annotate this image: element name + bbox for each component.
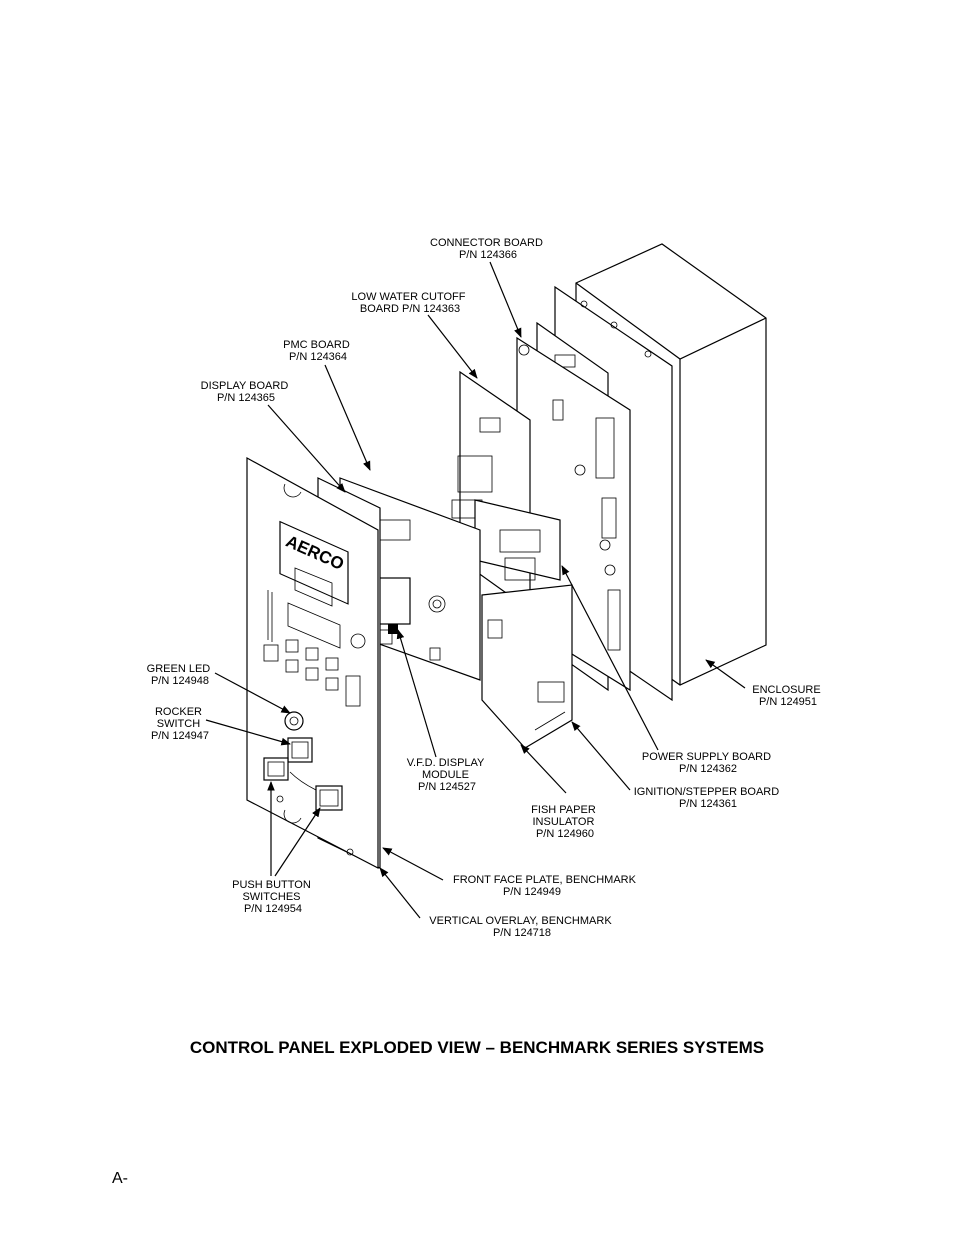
label-vfd-display: V.F.D. DISPLAY MODULE P/N 124527 — [407, 757, 488, 793]
label-connector-board: CONNECTOR BOARD P/N 124366 — [430, 237, 546, 261]
green-led-part — [284, 711, 304, 731]
label-front-face-plate: FRONT FACE PLATE, BENCHMARK P/N 124949 — [453, 874, 639, 898]
fish-paper-part — [481, 584, 573, 749]
label-low-water-cutoff: LOW WATER CUTOFF BOARD P/N 124363 — [351, 291, 468, 315]
label-push-button: PUSH BUTTON SWITCHES P/N 124954 — [232, 879, 314, 915]
rocker-switch-part — [287, 737, 313, 763]
label-vertical-overlay: VERTICAL OVERLAY, BENCHMARK P/N 124718 — [429, 915, 614, 939]
part-labels: CONNECTOR BOARD P/N 124366 LOW WATER CUT… — [147, 237, 824, 939]
figure-caption: CONTROL PANEL EXPLODED VIEW – BENCHMARK … — [189, 1038, 765, 1057]
vfd-module-part — [377, 577, 411, 645]
aerco-logo — [279, 520, 349, 605]
vertical-overlay-part: AERCO — [246, 456, 379, 869]
label-enclosure: ENCLOSURE P/N 124951 — [752, 684, 824, 708]
leader-lines — [205, 261, 746, 919]
label-power-supply: POWER SUPPLY BOARD P/N 124362 — [642, 751, 774, 775]
label-ignition-stepper: IGNITION/STEPPER BOARD P/N 124361 — [634, 786, 783, 810]
label-rocker-switch: ROCKER SWITCH P/N 124947 — [151, 706, 209, 742]
push-button-part — [263, 757, 343, 811]
label-fish-paper: FISH PAPER INSULATOR P/N 124960 — [531, 804, 599, 840]
label-pmc-board: PMC BOARD P/N 124364 — [283, 339, 353, 363]
label-green-led: GREEN LED P/N 124948 — [147, 663, 214, 687]
label-display-board: DISPLAY BOARD P/N 124365 — [201, 380, 292, 404]
page-footer: A- — [112, 1170, 128, 1187]
